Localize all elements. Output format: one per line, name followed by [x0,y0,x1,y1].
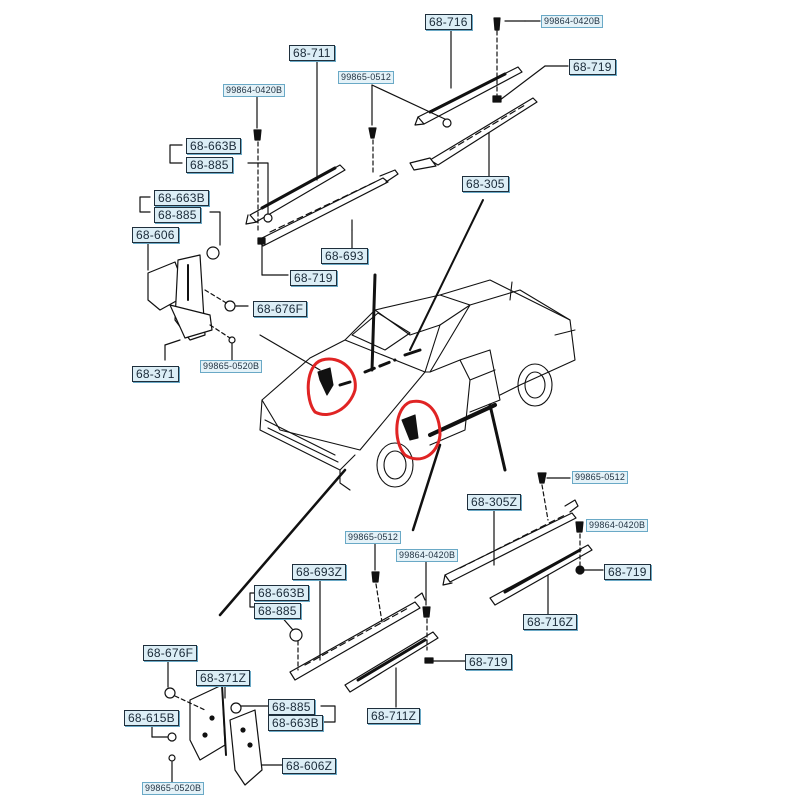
step-cover-68-711-part [245,164,346,225]
part-label-68-716[interactable]: 68-716 [425,14,472,30]
part-label-68-371z[interactable]: 68-371Z [196,670,251,686]
step-cover-68-711z-part [344,631,439,693]
part-label-99865-0512[interactable]: 99865-0512 [345,531,402,544]
part-label-99865-0520b[interactable]: 99865-0520B [142,782,205,795]
part-label-99865-0512[interactable]: 99865-0512 [338,71,395,84]
part-label-68-676f[interactable]: 68-676F [143,645,198,661]
step-rail-68-693z-part [289,592,426,681]
bracket-68-606-part [147,254,213,341]
highlight-circle-fender [395,399,442,461]
part-label-99864-0420b[interactable]: 99864-0420B [586,519,649,532]
part-label-68-663b[interactable]: 68-663B [186,138,241,154]
part-label-68-615b[interactable]: 68-615B [124,710,179,726]
part-label-68-693z[interactable]: 68-693Z [292,564,347,580]
part-label-68-719[interactable]: 68-719 [465,654,512,670]
step-rail-68-305z-part [442,499,579,586]
part-label-68-305z[interactable]: 68-305Z [467,494,522,510]
part-label-99865-0512[interactable]: 99865-0512 [572,471,629,484]
part-label-68-663b[interactable]: 68-663B [154,190,209,206]
step-cover-68-716z-part [489,544,593,606]
bracket-68-371z-part [189,684,227,761]
part-label-68-885[interactable]: 68-885 [186,157,233,173]
part-label-68-676f[interactable]: 68-676F [253,301,308,317]
part-label-99864-0420b[interactable]: 99864-0420B [396,549,459,562]
part-label-68-885[interactable]: 68-885 [254,603,301,619]
part-label-68-663b[interactable]: 68-663B [268,715,323,731]
part-label-68-711z[interactable]: 68-711Z [367,708,421,724]
part-label-68-711[interactable]: 68-711 [289,45,335,61]
part-label-68-663b[interactable]: 68-663B [254,585,309,601]
part-label-68-693[interactable]: 68-693 [321,248,368,264]
part-label-68-719[interactable]: 68-719 [569,59,616,75]
bracket-68-606z-part [229,709,263,786]
part-label-68-606[interactable]: 68-606 [132,227,179,243]
part-label-68-716z[interactable]: 68-716Z [523,614,578,630]
part-label-68-305[interactable]: 68-305 [462,176,509,192]
part-label-68-371[interactable]: 68-371 [132,366,179,382]
part-label-99864-0420b[interactable]: 99864-0420B [223,84,286,97]
step-cover-68-716-part [414,66,523,126]
part-label-99864-0420b[interactable]: 99864-0420B [541,15,604,28]
part-label-68-606z[interactable]: 68-606Z [282,758,337,774]
part-label-99865-0520b[interactable]: 99865-0520B [200,360,263,373]
part-label-68-719[interactable]: 68-719 [604,564,651,580]
part-label-68-885[interactable]: 68-885 [154,207,201,223]
part-label-68-885[interactable]: 68-885 [268,699,315,715]
step-rail-68-305-part [409,97,538,171]
part-label-68-719[interactable]: 68-719 [290,270,337,286]
highlight-circle-hood [306,357,357,416]
